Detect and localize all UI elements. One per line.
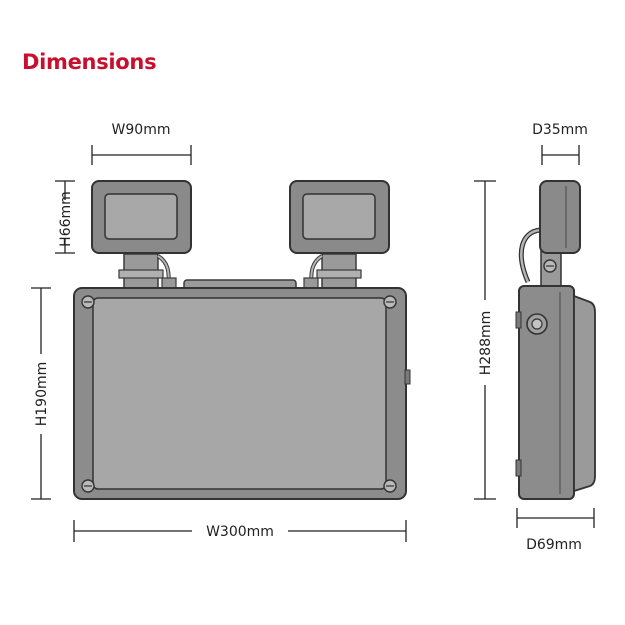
side-body (515, 285, 596, 500)
corner-screw (383, 295, 397, 309)
body-depth-label: D69mm (526, 537, 582, 553)
corner-screw (81, 295, 95, 309)
side-view (515, 180, 596, 500)
body-width-dimension (73, 520, 407, 542)
total-height-dimension (474, 180, 496, 500)
head-height-dimension (55, 180, 75, 254)
side-cable-gland (526, 313, 548, 335)
head-width-label: W90mm (112, 122, 171, 138)
right-light-head (289, 180, 390, 254)
body-height-label: H190mm (34, 362, 50, 427)
body-width-label: W300mm (206, 524, 274, 540)
head-width-dimension (91, 145, 192, 165)
dimension-lines (31, 145, 595, 542)
body-height-dimension (31, 287, 51, 500)
front-body (73, 287, 411, 500)
front-view (73, 180, 411, 500)
right-head-bracket (303, 253, 362, 291)
side-pivot-screw (543, 259, 557, 273)
side-light-head (539, 180, 581, 254)
total-height-label: H288mm (478, 311, 494, 376)
left-light-head (91, 180, 192, 254)
corner-screw (383, 479, 397, 493)
head-height-label: H66mm (58, 191, 74, 247)
left-head-bracket (118, 253, 177, 291)
head-depth-dimension (541, 145, 580, 165)
body-depth-dimension (516, 508, 595, 528)
head-depth-label: D35mm (532, 122, 588, 138)
corner-screw (81, 479, 95, 493)
page-title: Dimensions (22, 50, 157, 74)
